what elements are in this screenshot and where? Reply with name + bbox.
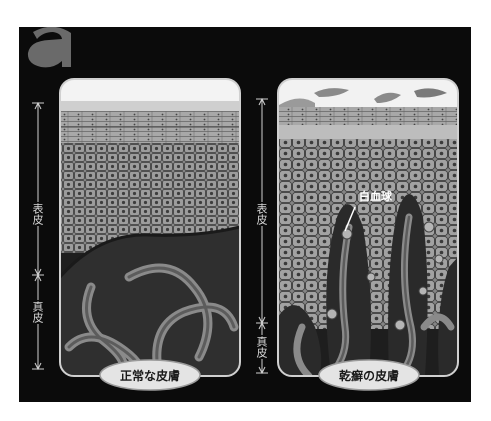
left-epidermis-label: 表皮 [32, 202, 43, 226]
left-dermis-label: 真皮 [32, 300, 43, 324]
skin-illustration [19, 27, 471, 402]
right-epidermis-label: 表皮 [256, 202, 267, 226]
left-measure-bar [32, 103, 44, 369]
right-measure-bar [256, 99, 268, 373]
psoriasis-skin-panel [278, 79, 458, 376]
psoriasis-skin-caption: 乾癬の皮膚 [319, 367, 419, 384]
white-blood-cell-callout: 白血球 [359, 188, 392, 204]
panel-letter-graphic [28, 27, 71, 67]
slide-background: 表皮 真皮 表皮 真皮 白血球 正常な皮膚 乾癬の皮膚 [19, 27, 471, 402]
normal-skin-panel [60, 79, 240, 382]
right-dermis-label: 真皮 [256, 335, 267, 359]
normal-skin-caption: 正常な皮膚 [100, 367, 200, 384]
